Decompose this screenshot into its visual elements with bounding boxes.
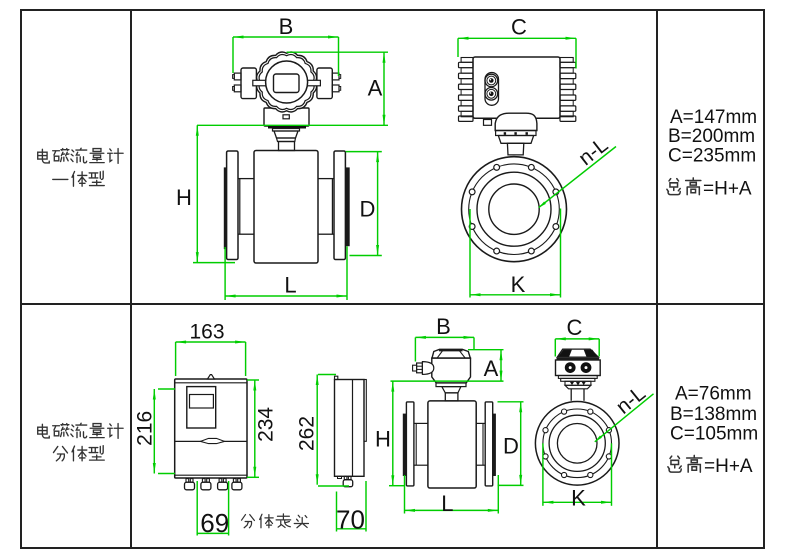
svg-text:D: D xyxy=(503,434,519,459)
svg-text:234: 234 xyxy=(255,407,278,442)
svg-text:69: 69 xyxy=(200,508,229,538)
svg-text:A=76mm: A=76mm xyxy=(675,384,752,405)
svg-text:B=200mm: B=200mm xyxy=(668,126,755,147)
svg-text:B: B xyxy=(436,314,451,339)
svg-text:K: K xyxy=(511,272,526,297)
svg-text:216: 216 xyxy=(134,411,157,446)
svg-text:A: A xyxy=(484,356,499,381)
svg-text:262: 262 xyxy=(296,416,319,451)
svg-text:=H+A: =H+A xyxy=(704,456,753,477)
svg-text:C=235mm: C=235mm xyxy=(668,145,756,166)
svg-text:C: C xyxy=(567,315,583,340)
svg-text:C=105mm: C=105mm xyxy=(670,424,758,445)
svg-text:L: L xyxy=(284,272,296,297)
svg-text:H: H xyxy=(375,426,391,451)
svg-text:B=138mm: B=138mm xyxy=(670,404,757,425)
svg-text:K: K xyxy=(571,486,586,511)
svg-text:H: H xyxy=(176,185,192,210)
svg-text:B: B xyxy=(279,14,294,39)
svg-text:A: A xyxy=(368,75,383,100)
svg-text:A=147mm: A=147mm xyxy=(670,107,757,128)
svg-text:=H+A: =H+A xyxy=(703,178,752,199)
svg-text:C: C xyxy=(511,15,527,40)
svg-text:70: 70 xyxy=(336,504,365,534)
svg-text:L: L xyxy=(441,491,453,516)
svg-text:D: D xyxy=(359,197,375,222)
svg-text:163: 163 xyxy=(189,320,224,343)
